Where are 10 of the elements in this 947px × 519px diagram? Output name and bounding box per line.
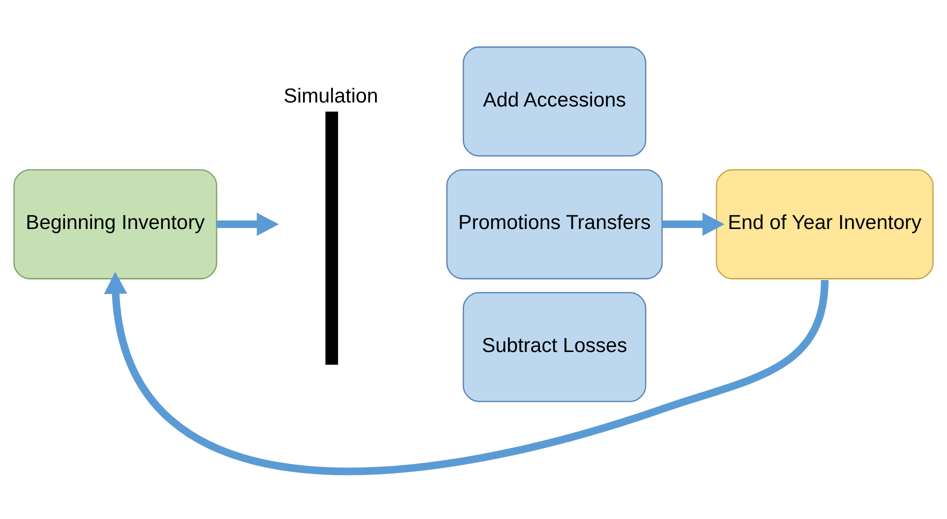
node-box: Promotions Transfers (446, 169, 663, 280)
arrow (216, 212, 279, 236)
arrow (104, 272, 829, 475)
node-bracket (325, 112, 338, 365)
node-box: Subtract Losses (462, 292, 646, 402)
node-label: Simulation (284, 86, 378, 108)
node-box: Add Accessions (462, 46, 646, 157)
arrow (662, 212, 725, 236)
node-box: End of Year Inventory (716, 169, 934, 280)
node-box: Beginning Inventory (13, 169, 218, 280)
